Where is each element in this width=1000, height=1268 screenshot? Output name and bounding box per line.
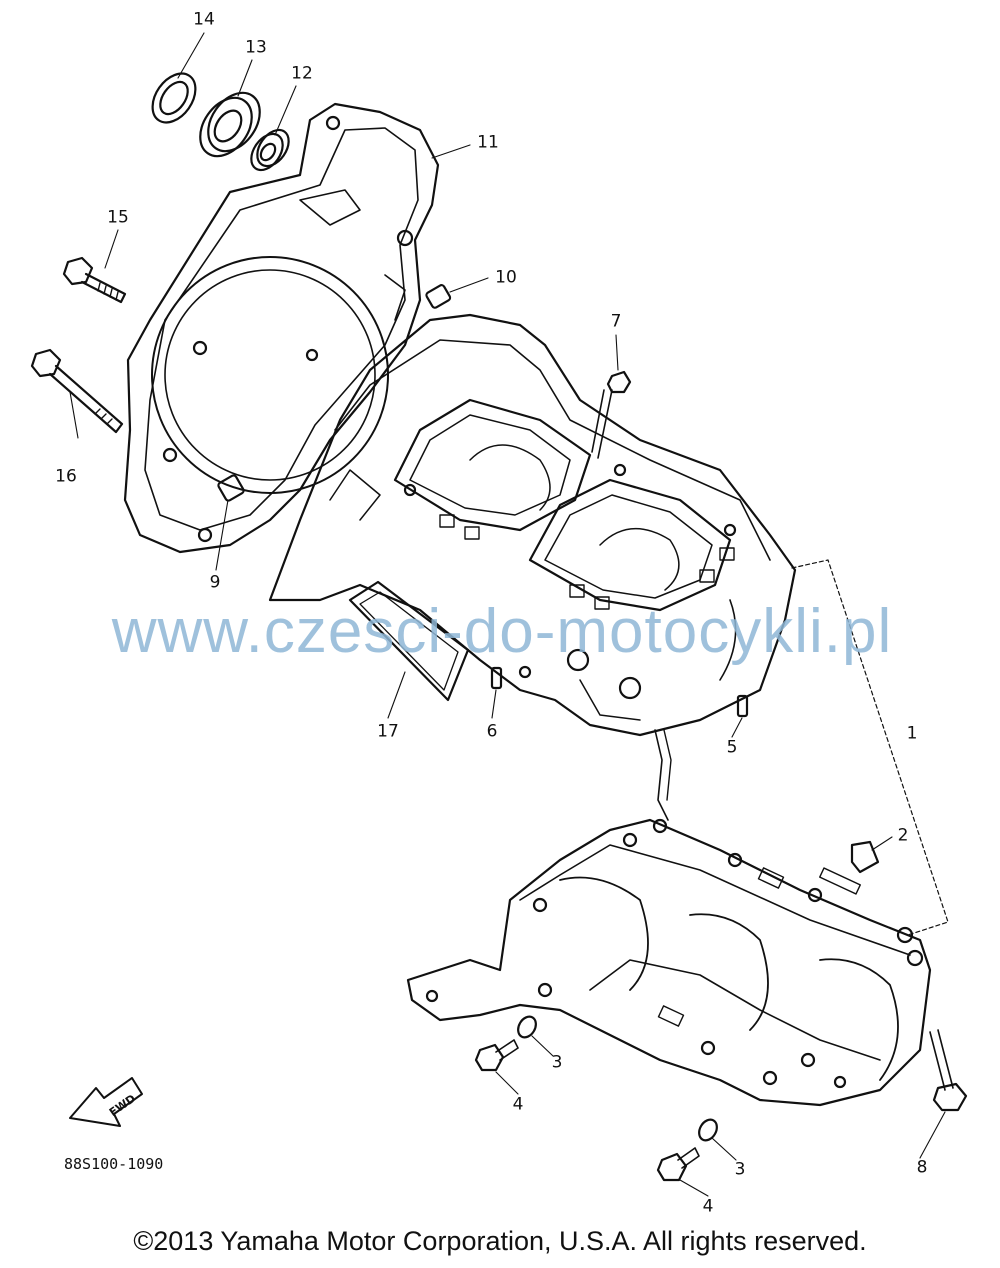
side-cover-part: [123, 102, 440, 554]
assembly-bracket-1: [791, 559, 949, 936]
callout-14: 14: [193, 9, 215, 30]
callout-11: 11: [477, 132, 499, 153]
forward-arrow-icon: [69, 1077, 143, 1127]
screw-7-part: [591, 370, 632, 459]
callout-4b: 4: [702, 1196, 714, 1217]
bearing-large-part: [199, 91, 261, 158]
callout-6: 6: [486, 721, 498, 742]
watermark-text: www.czesci-do-motocykli.pl: [111, 597, 893, 666]
callout-8: 8: [916, 1157, 928, 1178]
callout-5: 5: [726, 737, 738, 758]
lower-crankcase-part: [406, 729, 932, 1107]
callout-7: 7: [610, 311, 622, 332]
dowel-pin-5-part: [736, 694, 749, 718]
callout-10: 10: [495, 267, 517, 288]
callout-17: 17: [377, 721, 399, 742]
callout-4a: 4: [512, 1094, 524, 1115]
bolt-8-part: [929, 1029, 968, 1112]
dowel-pin-2-part: [850, 840, 880, 874]
diagram-code: 88S100-1090: [64, 1155, 164, 1173]
bolt-16-part: [30, 348, 124, 434]
upper-crankcase-part: [268, 313, 797, 737]
washer-3a-part: [517, 1015, 537, 1039]
callout-13: 13: [245, 37, 267, 58]
callout-2: 2: [897, 825, 909, 846]
callout-3a: 3: [551, 1052, 563, 1073]
bearing-small-part: [250, 128, 290, 172]
callout-12: 12: [291, 63, 313, 84]
bolt-15-part: [62, 256, 127, 304]
dowel-pin-10-part: [425, 284, 452, 309]
leader-lines: [69, 32, 946, 1197]
strainer-17-part: [348, 580, 470, 702]
callout-15: 15: [107, 207, 129, 228]
bolt-4a-part: [474, 1039, 519, 1072]
bolt-4b-part: [656, 1147, 700, 1182]
callout-3b: 3: [734, 1159, 746, 1180]
callout-16: 16: [55, 466, 77, 487]
callout-1: 1: [906, 723, 918, 744]
oil-seal-part: [151, 72, 197, 124]
dowel-pin-6-part: [490, 666, 503, 690]
washer-3b-part: [698, 1118, 718, 1142]
copyright-notice: ©2013 Yamaha Motor Corporation, U.S.A. A…: [133, 1226, 867, 1256]
dowel-pin-9-part: [217, 474, 245, 502]
callout-9: 9: [209, 572, 221, 593]
